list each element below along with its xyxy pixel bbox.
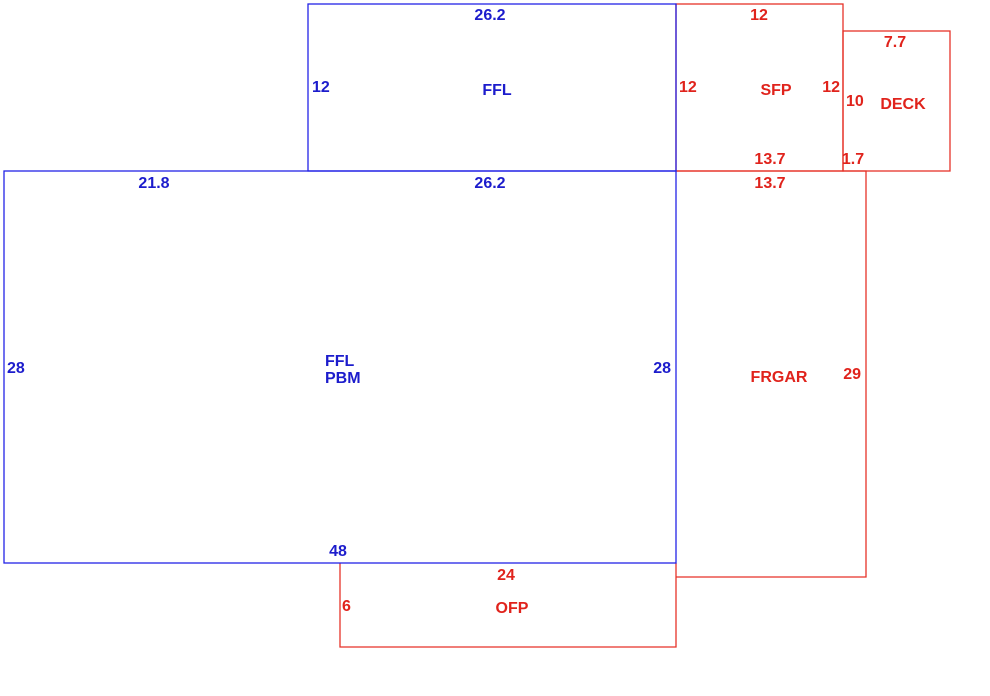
main-top-left-dimension: 21.8 [138,175,169,192]
ofp-top-dimension: 24 [497,567,515,584]
deck-outline [842,30,951,172]
ofp-outline [339,563,677,648]
frgar-top-dimension: 13.7 [754,175,785,192]
sfp-area-label: SFP [760,82,791,99]
main-area-label-line1: FFL [325,353,355,370]
ffl-upper-top-dimension: 26.2 [474,7,505,24]
ffl-upper-area-label: FFL [482,82,512,99]
frgar-right-dimension: 29 [843,366,861,383]
sfp-right-dimension: 12 [822,79,840,96]
ofp-left-dimension: 6 [342,598,351,615]
ofp-area-label: OFP [496,600,529,617]
frgar-outline [676,170,867,578]
main-area-outline [3,170,677,564]
deck-left-dimension: 10 [846,93,864,110]
main-bottom-dimension: 48 [329,543,347,560]
frgar-area-label: FRGAR [751,369,808,386]
sfp-top-dimension: 12 [750,7,768,24]
main-top-dimension: 26.2 [474,175,505,192]
deck-area-label: DECK [880,96,926,113]
main-right-dimension: 28 [653,360,671,377]
sfp-left-dimension: 12 [679,79,697,96]
deck-top-dimension: 7.7 [884,34,906,51]
main-area-label-line2: PBM [325,370,361,387]
deck-bottom-dimension: 1.7 [842,151,864,168]
ffl-upper-left-dimension: 12 [312,79,330,96]
main-left-dimension: 28 [7,360,25,377]
sfp-bottom-dimension: 13.7 [754,151,785,168]
